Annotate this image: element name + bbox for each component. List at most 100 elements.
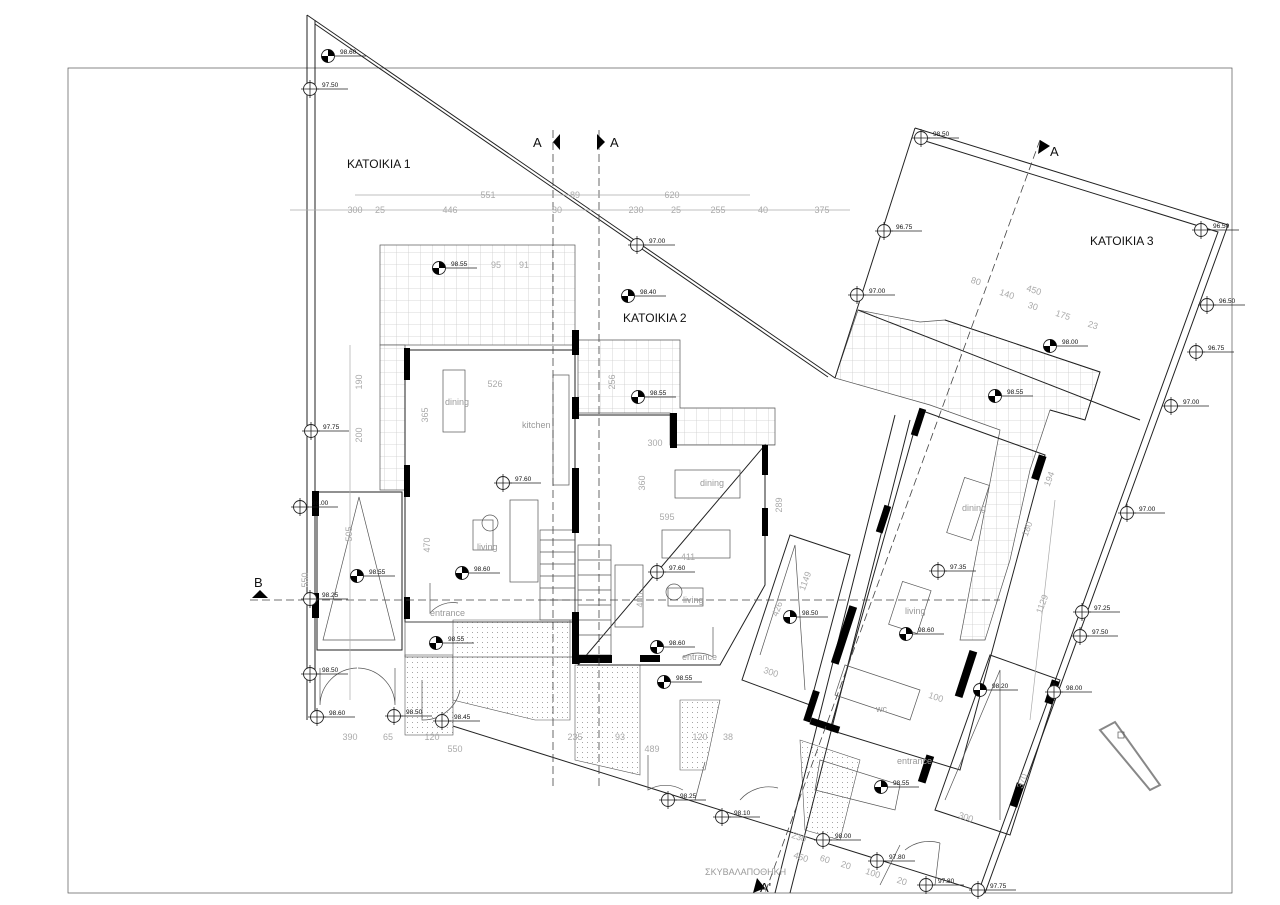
paving bbox=[404, 619, 861, 841]
dimension-label: 30 bbox=[552, 205, 562, 215]
level-value: 96.75 bbox=[896, 224, 913, 231]
level-marker-filled: 98.55 bbox=[350, 569, 395, 583]
house-title-2: ΚΑΤΟΙΚΙΑ 2 bbox=[623, 311, 687, 325]
room-label: wc bbox=[875, 704, 887, 714]
dimension-label: 200 bbox=[354, 427, 364, 442]
level-marker-filled: 98.40 bbox=[621, 289, 666, 303]
dimension-label: 470 bbox=[422, 537, 432, 552]
level-marker-filled: 98.55 bbox=[631, 390, 676, 404]
dimension-label: 526 bbox=[487, 379, 502, 389]
dimension-label: 93 bbox=[615, 732, 625, 742]
house-title-1: ΚΑΤΟΙΚΙΑ 1 bbox=[347, 157, 411, 171]
level-value: 98.55 bbox=[448, 636, 465, 643]
level-marker-cross: 98.00 bbox=[1045, 683, 1092, 701]
level-value: 98.55 bbox=[676, 675, 693, 682]
level-marker-cross: 97.80 bbox=[917, 876, 964, 894]
dimension-label: 255 bbox=[710, 205, 725, 215]
level-marker-cross: 97.00 bbox=[628, 236, 675, 254]
level-value: 97.75 bbox=[323, 424, 340, 431]
dimension-label: 551 bbox=[480, 190, 495, 200]
room-label: entrance bbox=[897, 756, 932, 766]
level-value: 98.25 bbox=[322, 592, 339, 599]
dimension-label: 230 bbox=[628, 205, 643, 215]
level-value: 98.60 bbox=[329, 710, 346, 717]
walls bbox=[312, 330, 1060, 808]
dimension-label: 300 bbox=[957, 810, 974, 824]
dimension-label: 550 bbox=[447, 744, 462, 754]
section-arrow-icon bbox=[597, 134, 605, 150]
drawing-frame bbox=[67, 67, 1233, 894]
level-marker-cross: 96.75 bbox=[1187, 343, 1234, 361]
dimension-label: 505 bbox=[344, 526, 354, 541]
section-marker-label: A bbox=[533, 135, 542, 150]
terraces bbox=[379, 244, 1101, 641]
level-value: 97.00 bbox=[649, 238, 666, 245]
level-marker-filled: 98.55 bbox=[657, 675, 702, 689]
dimension-label: 180 bbox=[1020, 520, 1035, 538]
level-marker-cross: 98.00 bbox=[291, 498, 338, 516]
level-value: 97.60 bbox=[515, 476, 532, 483]
level-marker-cross: 96.75 bbox=[875, 222, 922, 240]
level-marker-cross: 98.50 bbox=[385, 707, 432, 725]
level-value: 97.75 bbox=[990, 883, 1007, 890]
dimension-label: 95 bbox=[491, 260, 501, 270]
level-value: 98.60 bbox=[918, 627, 935, 634]
dimension-label: 65 bbox=[383, 732, 393, 742]
dimension-label: 550 bbox=[300, 572, 310, 587]
level-value: 97.80 bbox=[938, 878, 955, 885]
level-value: 98.00 bbox=[1062, 339, 1079, 346]
dimension-label: 100 bbox=[927, 690, 944, 704]
level-value: 98.10 bbox=[734, 810, 751, 817]
dimension-label: 40 bbox=[758, 205, 768, 215]
level-value: 98.55 bbox=[451, 261, 468, 268]
dimension-label: 450 bbox=[1025, 283, 1042, 297]
level-value: 98.20 bbox=[992, 683, 1009, 690]
level-value: 98.55 bbox=[650, 390, 667, 397]
level-marker-filled: 98.55 bbox=[432, 261, 477, 275]
level-value: 98.55 bbox=[369, 569, 386, 576]
dimension-label: 175 bbox=[1054, 308, 1071, 322]
room-label: dining bbox=[445, 397, 469, 407]
house-title-3: ΚΑΤΟΙΚΙΑ 3 bbox=[1090, 234, 1154, 248]
dimension-label: 60 bbox=[819, 853, 832, 866]
dimension-label: 289 bbox=[774, 497, 784, 512]
doors bbox=[319, 583, 941, 886]
level-marker-filled: 98.50 bbox=[783, 610, 828, 624]
level-value: 98.55 bbox=[893, 780, 910, 787]
level-marker-cross: 97.80 bbox=[868, 852, 915, 870]
section-marker-label: A bbox=[1050, 144, 1059, 159]
level-marker-filled: 98.60 bbox=[650, 640, 695, 654]
level-value: 97.25 bbox=[1094, 605, 1111, 612]
level-marker-cross: 97.25 bbox=[1073, 603, 1120, 621]
dimension-label: 230 bbox=[790, 830, 807, 844]
level-marker-cross: 98.50 bbox=[301, 665, 348, 683]
dimension-label: 411 bbox=[681, 552, 695, 562]
level-value: 98.60 bbox=[669, 640, 686, 647]
section-arrow-icon bbox=[553, 134, 560, 150]
level-value: 96.50 bbox=[1219, 298, 1236, 305]
dimension-label: 23 bbox=[1087, 319, 1100, 332]
dimension-label: 140 bbox=[998, 287, 1015, 301]
section-marker-label: A bbox=[610, 135, 619, 150]
dimension-label: 450 bbox=[792, 850, 809, 864]
level-marker-filled: 98.55 bbox=[429, 636, 474, 650]
level-marker-cross: 98.00 bbox=[814, 831, 861, 849]
dimension-label: 300 bbox=[347, 205, 362, 215]
level-marker-cross: 98.50 bbox=[912, 129, 959, 147]
level-marker-filled: 98.55 bbox=[988, 389, 1033, 403]
dimension-label: 25 bbox=[671, 205, 681, 215]
level-value: 98.25 bbox=[680, 793, 697, 800]
dimension-label: 100 bbox=[864, 866, 881, 880]
section-lines bbox=[250, 130, 1041, 894]
dimension-label: 426 bbox=[770, 600, 785, 618]
dimension-label: 489 bbox=[644, 744, 659, 754]
level-value: 98.50 bbox=[322, 667, 339, 674]
level-value: 98.00 bbox=[312, 500, 329, 507]
level-value: 98.40 bbox=[640, 289, 657, 296]
level-marker-filled: 98.60 bbox=[899, 627, 944, 641]
level-marker-cross: 97.75 bbox=[302, 422, 349, 440]
dimension-label: 620 bbox=[664, 190, 679, 200]
